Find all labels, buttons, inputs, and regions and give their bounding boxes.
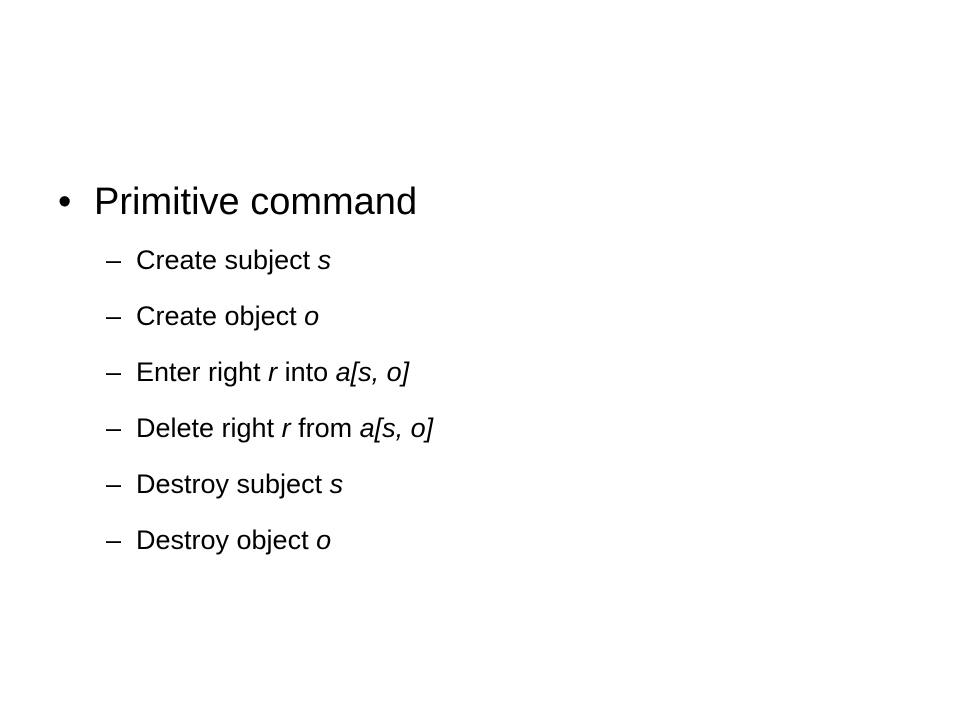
dash-marker: –	[106, 525, 122, 555]
text-segment: Create object	[136, 301, 305, 331]
text-segment: Destroy object	[136, 525, 317, 555]
sub-item-text: Create subject s	[136, 232, 331, 288]
sub-item-create-object: – Create object o	[106, 288, 433, 344]
dash-marker: –	[106, 413, 122, 443]
text-segment: Create subject	[136, 245, 318, 275]
text-segment: Delete right	[136, 413, 282, 443]
dash-marker: –	[106, 357, 122, 387]
sub-item-delete-right: – Delete right r from a[s, o]	[106, 400, 433, 456]
text-segment: Destroy subject	[136, 469, 330, 499]
text-segment: into	[277, 357, 336, 387]
dash-marker: –	[106, 301, 122, 331]
sub-item-list: – Create subject s – Create object o – E…	[106, 232, 433, 568]
text-segment-italic: r	[281, 413, 291, 443]
sub-item-text: Destroy object o	[136, 512, 331, 568]
sub-item-destroy-subject: – Destroy subject s	[106, 456, 433, 512]
text-segment-italic: s	[329, 469, 344, 499]
text-segment-italic: a[s, o]	[335, 357, 410, 387]
text-segment-italic: a[s, o]	[359, 413, 434, 443]
text-segment-italic: o	[316, 525, 332, 555]
sub-item-text: Enter right r into a[s, o]	[136, 344, 409, 400]
sub-item-text: Create object o	[136, 288, 319, 344]
text-segment: from	[290, 413, 360, 443]
sub-item-destroy-object: – Destroy object o	[106, 512, 433, 568]
dash-marker: –	[106, 245, 122, 275]
bullet-marker: •	[58, 181, 72, 223]
dash-marker: –	[106, 469, 122, 499]
sub-item-text: Delete right r from a[s, o]	[136, 400, 433, 456]
bullet-primitive-command: • Primitive command	[58, 174, 417, 230]
sub-item-text: Destroy subject s	[136, 456, 343, 512]
text-segment-italic: o	[304, 301, 320, 331]
text-segment-italic: s	[317, 245, 332, 275]
text-segment: Enter right	[136, 357, 269, 387]
text-segment-italic: r	[268, 357, 278, 387]
sub-item-create-subject: – Create subject s	[106, 232, 433, 288]
sub-item-enter-right: – Enter right r into a[s, o]	[106, 344, 433, 400]
bullet-text: Primitive command	[94, 181, 418, 223]
